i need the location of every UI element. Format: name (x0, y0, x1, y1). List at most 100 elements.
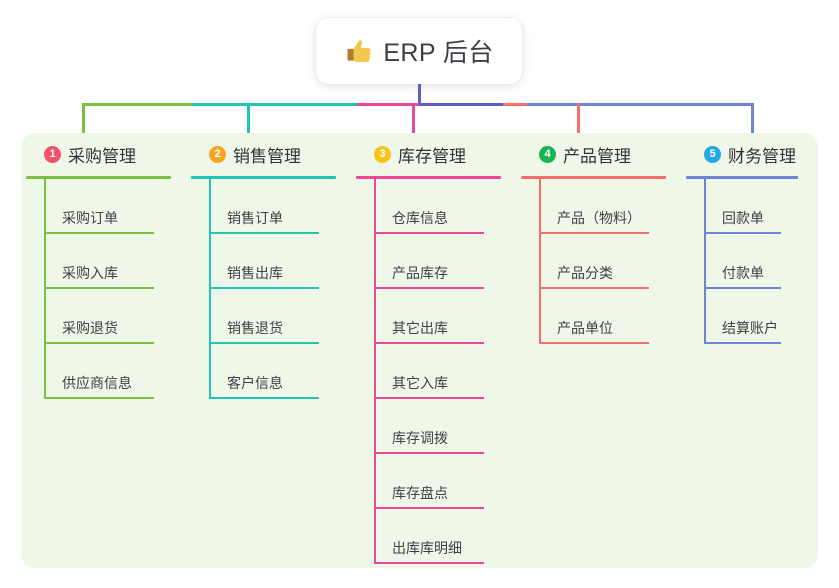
module-item-label: 销售订单 (227, 210, 283, 226)
module-badge-5: 5 (704, 145, 721, 163)
module-item[interactable]: 采购退货 (44, 289, 191, 344)
root-connector-stub (418, 84, 421, 104)
module-item[interactable]: 销售订单 (209, 179, 356, 234)
module-column-1: 1 采购管理采购订单采购入库采购退货供应商信息 (26, 139, 191, 399)
module-header-rule-3 (356, 176, 501, 179)
module-item-rule (539, 232, 649, 234)
root-title: ERP 后台 (383, 39, 494, 67)
module-item[interactable]: 回款单 (704, 179, 818, 234)
bus-segment-6 (527, 103, 752, 106)
thumbs-up-icon (344, 37, 372, 65)
module-item-label: 产品库存 (392, 265, 448, 281)
module-item-rule (44, 287, 154, 289)
module-column-2: 2 销售管理销售订单销售出库销售退货客户信息 (191, 139, 356, 399)
module-items-1: 采购订单采购入库采购退货供应商信息 (26, 179, 191, 399)
module-item-rule (44, 342, 154, 344)
module-header-rule-1 (26, 176, 171, 179)
bus-drop-5 (751, 103, 754, 139)
modules-panel (21, 133, 818, 568)
module-badge-3: 3 (374, 145, 391, 163)
module-item-label: 库存调拨 (392, 430, 448, 446)
module-title-1: 采购管理 (68, 146, 136, 166)
module-item[interactable]: 仓库信息 (374, 179, 521, 234)
module-column-4: 4 产品管理产品（物料） 产品分类产品单位 (521, 139, 686, 344)
module-spine-1 (44, 179, 46, 399)
module-item-rule (209, 232, 319, 234)
module-item[interactable]: 库存调拨 (374, 399, 521, 454)
module-header-rule-5 (686, 176, 798, 179)
module-item-label: 产品分类 (557, 265, 613, 281)
module-title-4: 产品管理 (563, 146, 631, 166)
module-spine-5 (704, 179, 706, 344)
module-header-rule-2 (191, 176, 336, 179)
module-item[interactable]: 产品单位 (539, 289, 686, 344)
module-item[interactable]: 供应商信息 (44, 344, 191, 399)
module-item[interactable]: 其它出库 (374, 289, 521, 344)
module-item[interactable]: 付款单 (704, 234, 818, 289)
module-item-label: 采购退货 (62, 320, 118, 336)
module-item-rule (374, 232, 484, 234)
module-item-rule (704, 232, 781, 234)
module-item-label: 采购入库 (62, 265, 118, 281)
module-title-5: 财务管理 (728, 146, 796, 166)
module-item-label: 库存盘点 (392, 485, 448, 501)
module-item-label: 产品单位 (557, 320, 613, 336)
module-item-rule (209, 287, 319, 289)
bus-drop-4 (577, 103, 580, 139)
module-item[interactable]: 销售出库 (209, 234, 356, 289)
module-item-rule (539, 287, 649, 289)
module-title-2: 销售管理 (233, 146, 301, 166)
module-item-rule (374, 287, 484, 289)
module-item[interactable]: 出库库明细 (374, 509, 521, 564)
module-items-2: 销售订单销售出库销售退货客户信息 (191, 179, 356, 399)
bus-segment-5 (503, 103, 527, 106)
module-item[interactable]: 产品（物料） (539, 179, 686, 234)
module-header-2[interactable]: 2 销售管理 (191, 139, 356, 169)
module-item-rule (209, 342, 319, 344)
module-badge-2: 2 (209, 145, 226, 163)
module-item[interactable]: 结算账户 (704, 289, 818, 344)
bus-drop-1 (82, 103, 85, 139)
module-item-label: 客户信息 (227, 375, 283, 391)
module-item-rule (374, 507, 484, 509)
module-header-rule-4 (521, 176, 666, 179)
bus-segment-1 (82, 103, 192, 106)
module-item[interactable]: 产品库存 (374, 234, 521, 289)
module-item[interactable]: 采购订单 (44, 179, 191, 234)
module-item[interactable]: 销售退货 (209, 289, 356, 344)
module-column-3: 3 库存管理仓库信息产品库存其它出库其它入库库存调拨库存盘点出库库明细 (356, 139, 521, 564)
module-item-label: 产品（物料） (557, 210, 641, 226)
module-header-4[interactable]: 4 产品管理 (521, 139, 686, 169)
module-items-3: 仓库信息产品库存其它出库其它入库库存调拨库存盘点出库库明细 (356, 179, 521, 564)
module-item-label: 销售退货 (227, 320, 283, 336)
module-spine-2 (209, 179, 211, 399)
module-item-label: 出库库明细 (392, 540, 462, 556)
module-item-rule (374, 397, 484, 399)
module-item-label: 采购订单 (62, 210, 118, 226)
module-badge-4: 4 (539, 145, 556, 163)
root-node[interactable]: ERP 后台 (316, 18, 522, 84)
module-item[interactable]: 库存盘点 (374, 454, 521, 509)
bus-segment-4 (419, 103, 503, 106)
module-item[interactable]: 客户信息 (209, 344, 356, 399)
module-item-rule (209, 397, 319, 399)
module-item-rule (374, 562, 484, 564)
bus-segment-3 (357, 103, 419, 106)
module-items-4: 产品（物料） 产品分类产品单位 (521, 179, 686, 344)
module-header-3[interactable]: 3 库存管理 (356, 139, 521, 169)
module-item-label: 其它出库 (392, 320, 448, 336)
module-item-label: 结算账户 (722, 320, 778, 336)
module-item[interactable]: 其它入库 (374, 344, 521, 399)
module-badge-1: 1 (44, 145, 61, 163)
module-header-5[interactable]: 5 财务管理 (686, 139, 818, 169)
bus-segment-2 (192, 103, 357, 106)
module-item[interactable]: 采购入库 (44, 234, 191, 289)
module-item-label: 付款单 (722, 265, 764, 281)
module-item[interactable]: 产品分类 (539, 234, 686, 289)
module-item-rule (374, 342, 484, 344)
module-item-rule (704, 342, 781, 344)
module-items-5: 回款单付款单结算账户 (686, 179, 818, 344)
module-title-3: 库存管理 (398, 146, 466, 166)
module-header-1[interactable]: 1 采购管理 (26, 139, 191, 169)
